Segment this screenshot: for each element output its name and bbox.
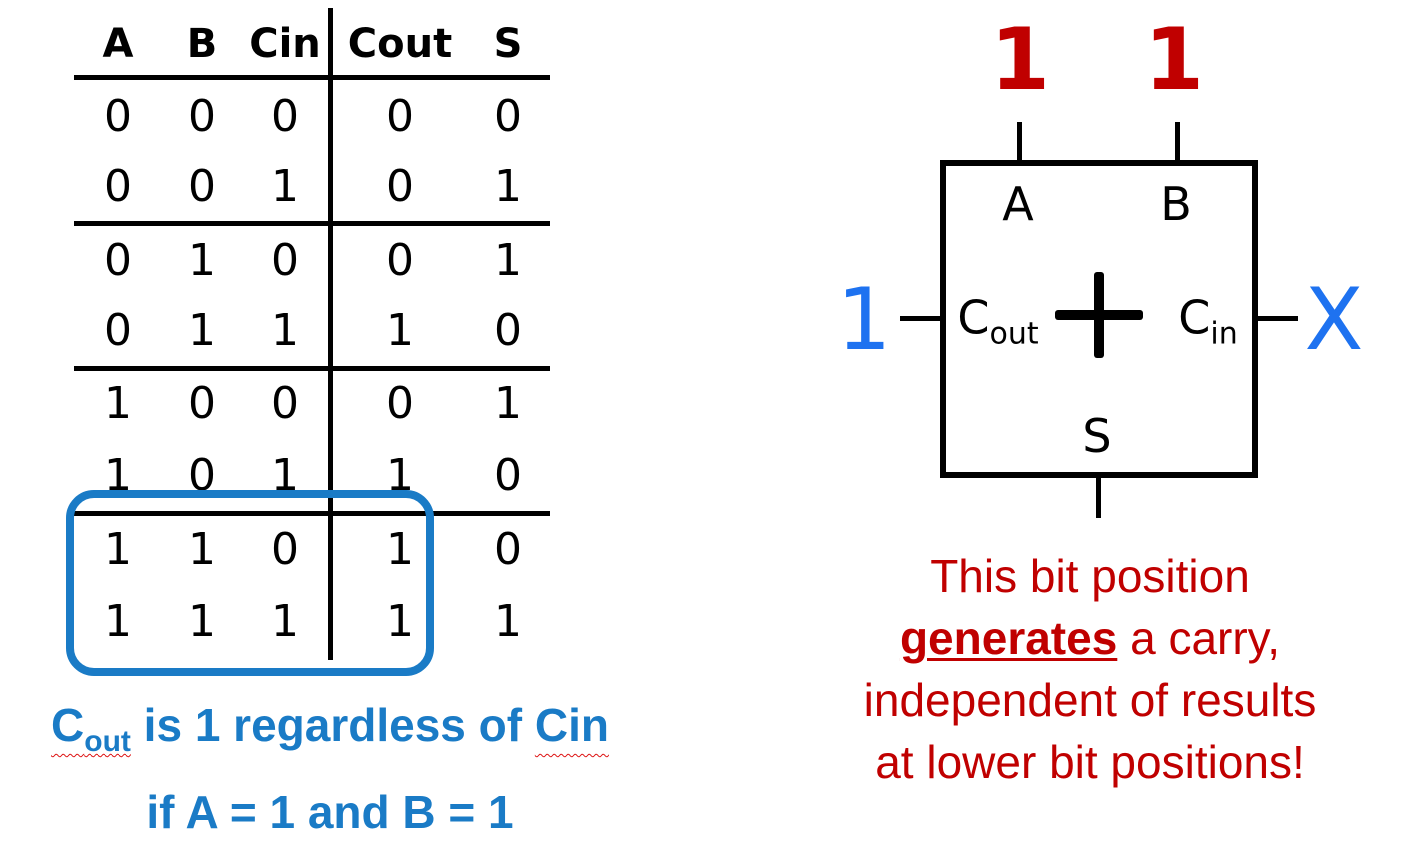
cell-cout: 1 xyxy=(386,305,414,356)
cell-s: 1 xyxy=(494,235,522,286)
right-caption-line2: generates a carry, xyxy=(899,612,1281,664)
header-divider xyxy=(74,75,550,80)
port-cin-label: Cin xyxy=(1178,290,1238,352)
cell-b: 0 xyxy=(188,161,216,212)
cell-cin: 1 xyxy=(271,161,299,212)
input-a-value: 1 xyxy=(990,10,1050,110)
adder-box xyxy=(940,160,1258,478)
cell-b: 1 xyxy=(188,305,216,356)
group-divider xyxy=(74,366,550,371)
cell-cin: 0 xyxy=(271,91,299,142)
left-caption: Cout is 1 regardless of Cin if A = 1 and… xyxy=(0,690,660,847)
cell-cout: 0 xyxy=(386,235,414,286)
input-b-value: 1 xyxy=(1144,10,1204,110)
port-b-label: B xyxy=(1160,177,1192,231)
generates-term: generates xyxy=(899,612,1118,664)
full-adder-diagram: 1 1 A B Cout Cin S 1 X xyxy=(820,0,1403,530)
plus-icon-vertical xyxy=(1094,272,1104,358)
highlight-box xyxy=(66,490,434,676)
cell-cin: 0 xyxy=(271,235,299,286)
cell-a: 1 xyxy=(104,378,132,429)
cell-s: 0 xyxy=(494,450,522,501)
group-divider xyxy=(74,511,550,516)
left-caption-line1: Cout is 1 regardless of Cin xyxy=(51,699,609,758)
wire-cin xyxy=(1256,316,1298,321)
cout-value: 1 xyxy=(836,270,892,370)
cin-term: Cin xyxy=(534,699,609,751)
cell-cout: 0 xyxy=(386,378,414,429)
cell-cin: 1 xyxy=(271,596,299,647)
column-divider xyxy=(328,8,333,660)
header-b: B xyxy=(186,21,218,67)
cell-cout: 1 xyxy=(386,596,414,647)
cell-cin: 1 xyxy=(271,305,299,356)
port-a-label: A xyxy=(1002,177,1034,231)
wire-cout xyxy=(900,316,942,321)
cell-a: 0 xyxy=(104,91,132,142)
cell-b: 1 xyxy=(188,524,216,575)
port-s-label: S xyxy=(1082,409,1112,463)
cell-s: 0 xyxy=(494,91,522,142)
cell-a: 1 xyxy=(104,596,132,647)
group-divider xyxy=(74,221,550,226)
cell-cin: 0 xyxy=(271,378,299,429)
right-caption-line1: This bit position xyxy=(930,550,1250,602)
cell-b: 1 xyxy=(188,596,216,647)
left-caption-line2: if A = 1 and B = 1 xyxy=(146,786,514,838)
cell-s: 0 xyxy=(494,305,522,356)
truth-table: A B Cin Cout S 0 0 0 0 0 0 0 1 0 1 0 1 0 0 1 0 1 1 1 0 1 0 0 0 1… xyxy=(0,0,560,680)
header-cout: Cout xyxy=(347,21,453,67)
header-cin: Cin xyxy=(249,21,321,67)
cell-cin: 0 xyxy=(271,524,299,575)
right-caption: This bit position generates a carry, ind… xyxy=(790,545,1390,793)
wire-s xyxy=(1096,476,1101,518)
wire-a xyxy=(1017,122,1022,162)
cell-a: 0 xyxy=(104,161,132,212)
header-a: A xyxy=(102,21,134,67)
cell-a: 0 xyxy=(104,305,132,356)
cell-b: 0 xyxy=(188,91,216,142)
cell-s: 0 xyxy=(494,524,522,575)
cell-cout: 1 xyxy=(386,524,414,575)
cell-cout: 0 xyxy=(386,161,414,212)
cout-term: Cout xyxy=(51,699,131,758)
cell-cout: 0 xyxy=(386,91,414,142)
cell-a: 0 xyxy=(104,235,132,286)
cell-s: 1 xyxy=(494,161,522,212)
cell-b: 1 xyxy=(188,235,216,286)
wire-b xyxy=(1175,122,1180,162)
cell-a: 1 xyxy=(104,524,132,575)
cin-value: X xyxy=(1304,270,1364,370)
cell-s: 1 xyxy=(494,378,522,429)
cell-b: 0 xyxy=(188,378,216,429)
right-caption-line3: independent of results xyxy=(863,674,1317,726)
header-s: S xyxy=(493,21,523,67)
port-cout-label: Cout xyxy=(957,290,1039,352)
cell-s: 1 xyxy=(494,596,522,647)
right-caption-line4: at lower bit positions! xyxy=(875,736,1305,788)
